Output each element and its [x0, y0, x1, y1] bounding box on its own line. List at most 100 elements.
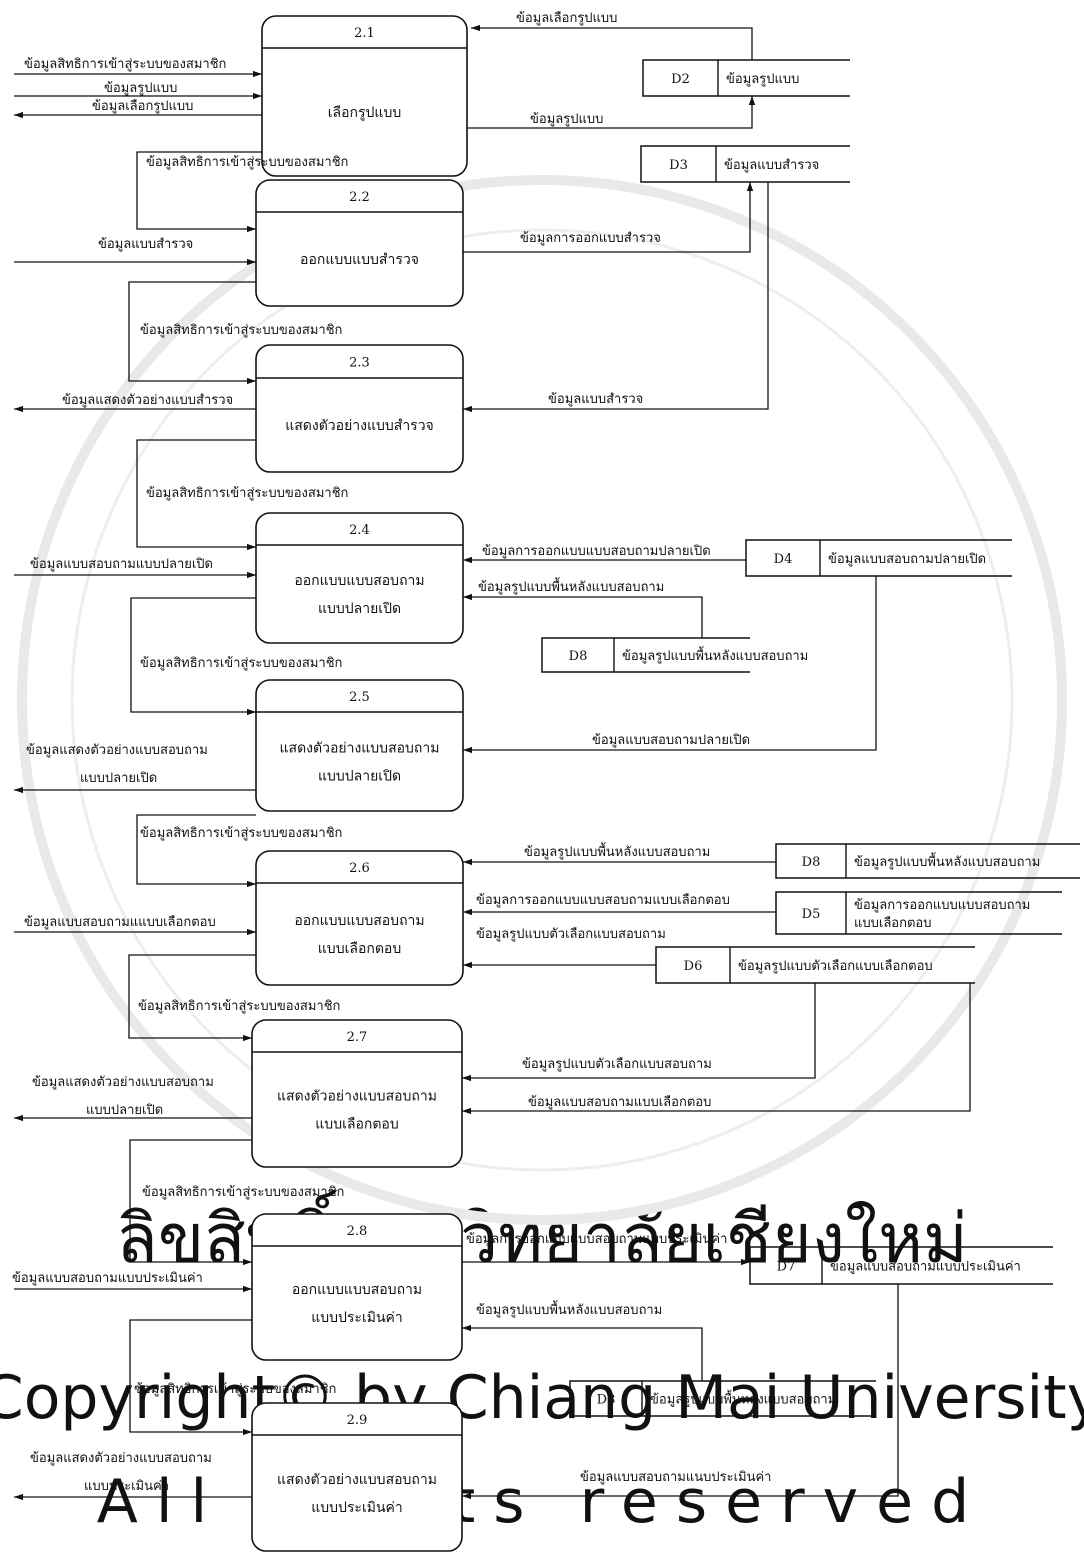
store-d5-6-name: แบบเลือกตอบ	[854, 915, 931, 931]
flow-label-25: แบบปลายเปิด	[86, 1103, 163, 1118]
store-d8-5-id: D8	[802, 855, 821, 870]
process-box-2.6	[255, 850, 464, 986]
flow-label-20: ข้อมูลรูปแบบพื้นหลังแบบสอบถาม	[524, 842, 710, 860]
store-d2-1-id: D2	[671, 72, 690, 87]
process-box-2.1	[261, 15, 468, 177]
flow-line-11	[463, 182, 769, 413]
store-d4-3-outline	[745, 539, 1012, 577]
store-d3-2-name: ข้อมูลแบบสำรวจ	[724, 158, 819, 173]
flow-label-18: ข้อมูลแบบสอบถามปลายเปิด	[592, 733, 750, 748]
flow-label-22: ข้อมูลแบบสอบถามแแบบเลือกตอบ	[24, 914, 216, 930]
process-name-2.1: เลือกรูปแบบ	[328, 105, 401, 121]
flow-label-33: ข้อมูลแสดงตัวอย่างแบบสอบถาม	[30, 1451, 212, 1466]
store-d6-7-id: D6	[684, 959, 703, 974]
flow-label-23: ข้อมูลรูปแบบตัวเลือกแบบสอบถาม	[476, 926, 666, 942]
flow-label-32: ข้อมูลสิทธิการเข้าสู่ระบบของสมาชิก	[134, 1382, 336, 1397]
store-d8-9-outline	[569, 1380, 876, 1417]
process-number-2.5: 2.5	[349, 690, 370, 705]
store-d5-6-id: D5	[802, 907, 821, 922]
flow-line-28	[129, 1139, 252, 1266]
store-d6-7-outline	[655, 946, 975, 984]
process-number-2.3: 2.3	[349, 356, 370, 371]
process-number-2.2: 2.2	[349, 190, 370, 205]
store-d4-3-id: D4	[774, 552, 793, 567]
process-name-2.7: แบบเลือกตอบ	[315, 1117, 398, 1133]
flow-label-19: ข้อมูลสิทธิการเข้าสู่ระบบของสมาชิก	[140, 826, 342, 841]
flow-label-6: ข้อมูลสิทธิการเข้าสู่ระบบของสมาชิก	[146, 155, 348, 170]
flow-line-32	[129, 1319, 252, 1436]
flow-label-25: ข้อมูลแสดงตัวอย่างแบบสอบถาม	[32, 1075, 214, 1090]
process-number-2.6: 2.6	[349, 861, 370, 876]
watermark-line-2: Copyright© by Chiang Mai University	[0, 1363, 1084, 1433]
flow-lines	[14, 24, 971, 1501]
flow-label-26: ข้อมูลรูปแบบตัวเลือกแบบสอบถาม	[522, 1056, 712, 1072]
store-d7-8-name: ข้อมูลแบบสอบถามแบบประเมินค่า	[830, 1260, 1021, 1275]
store-d8-4-name: ข้อมูลรูปแบบพื้นหลังแบบสอบถาม	[622, 646, 808, 664]
flow-label-27: ข้อมูลแบบสอบถามแบบเลือกตอบ	[528, 1094, 711, 1110]
store-d4-3-name: ข้อมูลแบบสอบถามปลายเปิด	[828, 552, 986, 567]
flow-label-1: ข้อมูลเลือกรูปแบบ	[516, 10, 617, 26]
flow-label-24: ข้อมูลสิทธิการเข้าสู่ระบบของสมาชิก	[138, 999, 340, 1014]
flow-label-30: ข้อมูลแบบสอบถามแบบประเมินค่า	[12, 1271, 203, 1286]
flow-label-12: ข้อมูลสิทธิการเข้าสู่ระบบของสมาชิก	[146, 486, 348, 501]
store-d8-9-id: D8	[597, 1393, 616, 1408]
process-box-2.8	[251, 1213, 463, 1361]
flow-label-17: แบบปลายเปิด	[80, 771, 157, 786]
flow-label-33: แบบประเมินค่า	[84, 1479, 169, 1494]
flow-line-16	[130, 597, 256, 716]
store-d6-7-name: ข้อมูลรูปแบบตัวเลือกแบบเลือกตอบ	[738, 958, 933, 974]
process-number-2.9: 2.9	[347, 1413, 368, 1428]
flow-line-15	[463, 593, 703, 638]
flow-label-29: ข้อมูลการออกแบบแบบสอบถามแบบประเมินค่า	[466, 1232, 727, 1247]
flow-label-31: ข้อมูลรูปแบบพื้นหลังแบบสอบถาม	[476, 1300, 662, 1318]
flow-label-21: ข้อมูลการออกแบบแบบสอบถามแบบเลือกตอบ	[476, 892, 730, 908]
process-box-2.7	[251, 1019, 463, 1168]
store-d8-4-id: D8	[569, 649, 588, 664]
flow-line-18	[463, 576, 877, 754]
store-d8-5-outline	[775, 843, 1080, 879]
store-d7-8-id: D7	[777, 1260, 796, 1275]
process-name-2.3: แสดงตัวอย่างแบบสำรวจ	[285, 418, 434, 434]
flow-line-31	[462, 1324, 703, 1381]
flow-line-27	[462, 983, 971, 1115]
store-d5-6-outline	[775, 891, 1062, 935]
process-number-2.4: 2.4	[349, 523, 370, 538]
flow-line-6	[136, 151, 262, 233]
flow-line-24	[128, 954, 256, 1042]
flow-line-5	[466, 96, 756, 129]
flow-label-28: ข้อมูลสิทธิการเข้าสู่ระบบของสมาชิก	[142, 1185, 344, 1200]
watermark-seal-ring	[17, 175, 1067, 1225]
process-name-2.7: แสดงตัวอย่างแบบสอบถาม	[277, 1089, 437, 1105]
process-box-2.9	[251, 1402, 463, 1552]
flow-label-8: ข้อมูลการออกแบบสำรวจ	[520, 231, 661, 246]
store-d7-8-outline	[749, 1246, 1053, 1285]
flow-label-15: ข้อมูลรูปแบบพื้นหลังแบบสอบถาม	[478, 577, 664, 595]
process-box-2.5	[255, 679, 464, 812]
flow-label-17: ข้อมูลแสดงตัวอย่างแบบสอบถาม	[26, 743, 208, 758]
process-name-2.8: ออกแบบแบบสอบถาม	[292, 1282, 422, 1298]
flow-label-34: ข้อมูลแบบสอบถามแนบประเมินค่า	[580, 1470, 771, 1485]
flow-line-19	[136, 814, 256, 888]
store-d8-4-outline	[541, 637, 750, 673]
flow-label-2: ข้อมูลสิทธิการเข้าสู่ระบบของสมาชิก	[24, 57, 226, 72]
process-name-2.4: ออกแบบแบบสอบถาม	[294, 573, 424, 589]
flow-line-8	[463, 182, 754, 253]
store-d8-5-name: ข้อมูลรูปแบบพื้นหลังแบบสอบถาม	[854, 852, 1040, 870]
flow-line-34	[462, 1284, 899, 1500]
flow-label-13: ข้อมูลแบบสอบถามแบบปลายเปิด	[30, 557, 213, 572]
process-name-2.9: แบบประเมินค่า	[311, 1500, 403, 1516]
flow-label-5: ข้อมูลรูปแบบ	[530, 112, 603, 127]
process-name-2.8: แบบประเมินค่า	[311, 1310, 403, 1326]
process-number-2.7: 2.7	[347, 1030, 368, 1045]
watermark-line-3: All rights reserved	[97, 1467, 987, 1537]
flow-label-4: ข้อมูลเลือกรูปแบบ	[92, 98, 193, 114]
watermark: ลิขสิทธิ์มหาวิทยาลัยเชียงใหม่Copyright© …	[0, 175, 1084, 1537]
flow-label-14: ข้อมูลการออกแบบแบบสอบถามปลายเปิด	[482, 544, 711, 559]
flow-line-9	[128, 281, 256, 385]
watermark-seal-inner-ring	[70, 228, 1014, 1172]
process-name-2.6: แบบเลือกตอบ	[318, 941, 401, 957]
process-number-2.1: 2.1	[354, 26, 375, 41]
store-d3-2-id: D3	[669, 158, 688, 173]
process-name-2.9: แสดงตัวอย่างแบบสอบถาม	[277, 1472, 437, 1488]
